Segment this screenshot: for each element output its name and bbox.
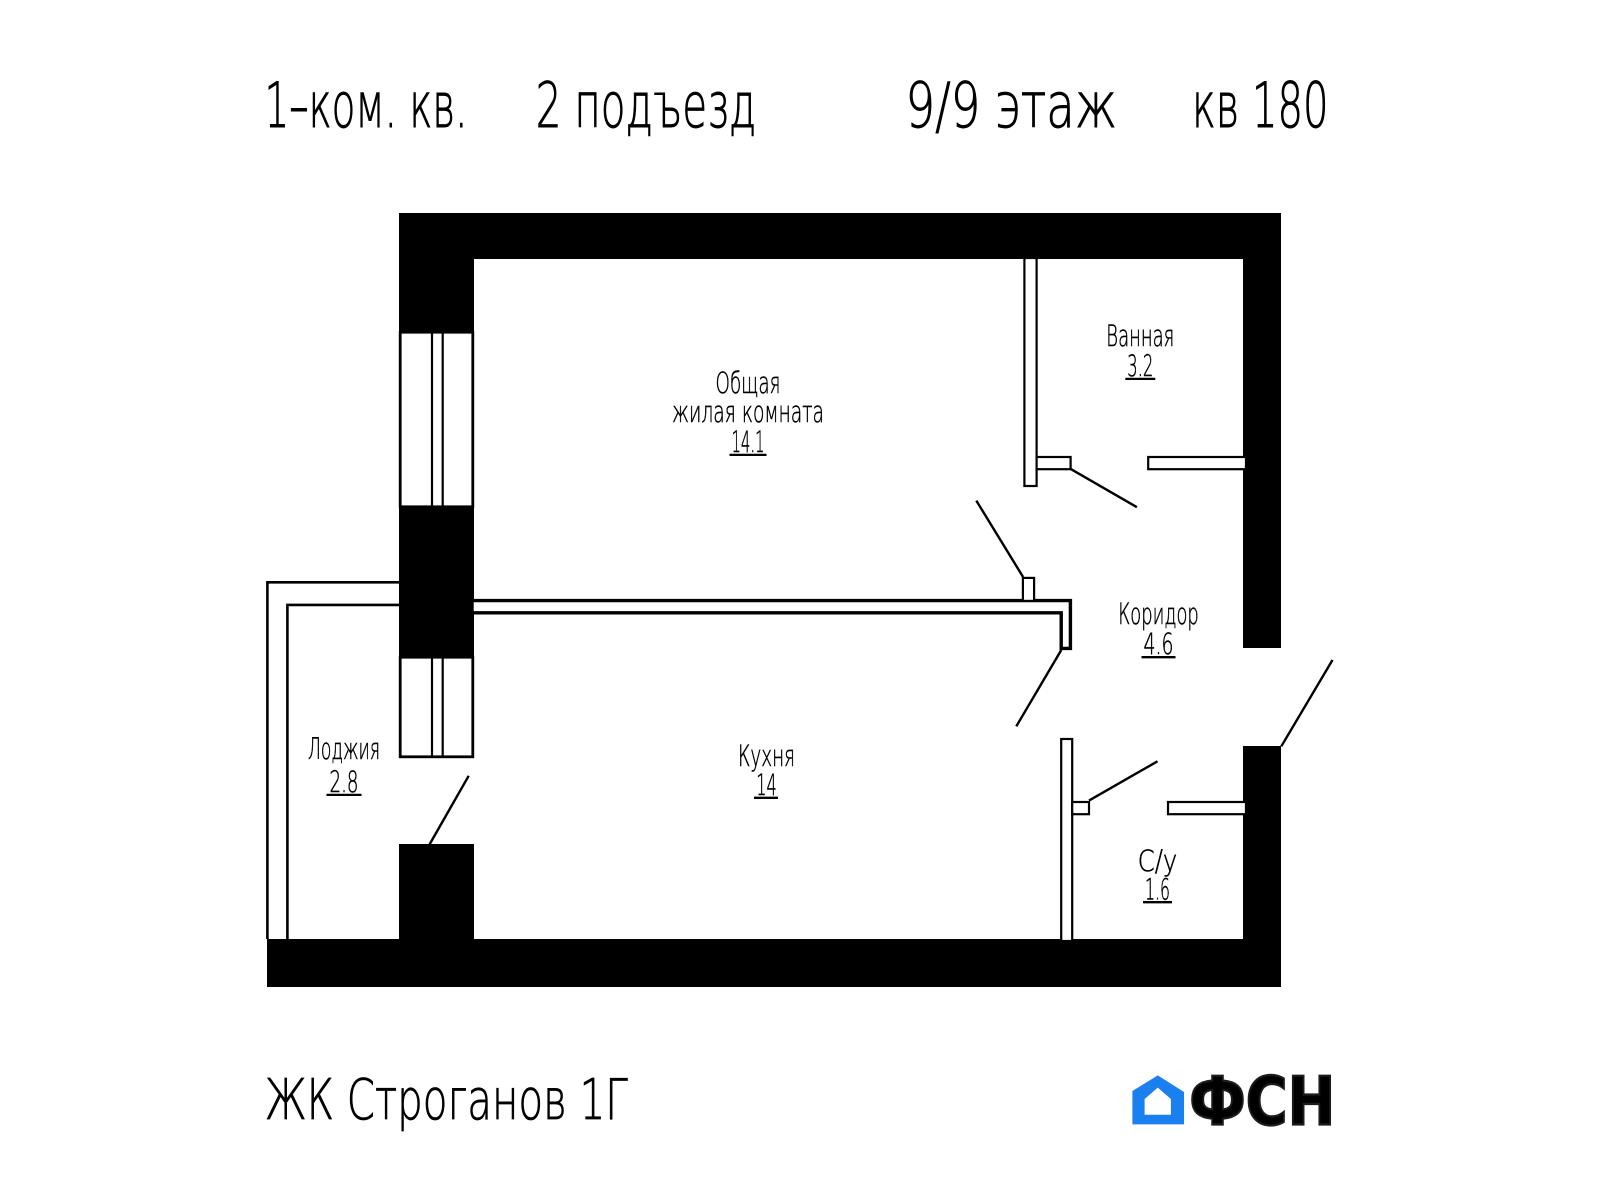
door-bathroom — [1069, 467, 1138, 509]
loggia-railing-inner — [286, 603, 399, 939]
entrance-label: 2 подъезд — [536, 69, 757, 142]
room-label-wc: С/у 1.6 — [1138, 844, 1178, 907]
wall-living-kitchen-divider — [470, 598, 1073, 651]
door-swings — [428, 467, 1334, 846]
corridor-area-value: 4.6 — [1144, 627, 1174, 661]
living-area-value: 14.1 — [732, 425, 765, 459]
bathroom-area-value: 3.2 — [1127, 349, 1153, 383]
wall-top — [399, 213, 1281, 259]
outer-walls — [267, 213, 1281, 987]
corridor-name: Коридор — [1118, 597, 1199, 631]
room-label-bathroom: Ванная 3.2 — [1106, 319, 1175, 384]
floor-label: 9/9 этаж — [906, 69, 1118, 142]
room-label-loggia: Лоджия 2.8 — [308, 732, 381, 800]
door-entrance — [1280, 659, 1334, 747]
apartment-type-label: 1–ком. кв. — [265, 69, 468, 142]
wall-left-lower — [399, 844, 474, 939]
window-living-room — [398, 330, 475, 509]
door-loggia — [428, 775, 470, 846]
window-kitchen — [398, 655, 475, 759]
wall-wc-door-jamb — [1071, 800, 1091, 816]
loggia-area-value: 2.8 — [330, 765, 359, 799]
wall-left-upper — [399, 213, 474, 331]
loggia-railing-outer — [266, 581, 399, 939]
windows — [398, 330, 475, 759]
bathroom-name: Ванная — [1106, 319, 1174, 353]
loggia-railing — [266, 581, 399, 939]
wall-bathroom-door-jamb — [1035, 455, 1072, 471]
living-name-line1: Общая — [716, 366, 781, 400]
kitchen-name: Кухня — [738, 739, 795, 773]
wall-left-middle — [399, 508, 474, 656]
wall-bathroom-bottom-right — [1147, 455, 1248, 471]
logo-house-icon-inner — [1144, 1087, 1171, 1115]
door-living-room — [975, 499, 1025, 578]
room-label-corridor: Коридор 4.6 — [1118, 597, 1199, 662]
developer-logo: ФСН — [1132, 1061, 1336, 1142]
plan-header: 1–ком. кв. 2 подъезд 9/9 этаж кв 180 — [264, 69, 1329, 143]
wall-wc-top-right — [1166, 800, 1248, 816]
wall-bottom — [267, 939, 1281, 987]
plan-footer: ЖК Строганов 1Г ФСН — [264, 1061, 1336, 1142]
room-labels: Общая жилая комната 14.1 Ванная 3.2 Кори… — [308, 319, 1199, 907]
room-label-kitchen: Кухня 14 — [738, 739, 796, 803]
project-name-label: ЖК Строганов 1Г — [265, 1068, 628, 1133]
wall-bathroom-left — [1023, 256, 1038, 488]
interior-walls — [470, 256, 1248, 943]
logo-text: ФСН — [1189, 1062, 1335, 1140]
wall-wc-left — [1060, 737, 1074, 943]
room-label-living: Общая жилая комната 14.1 — [672, 366, 825, 460]
door-wc — [1088, 760, 1159, 802]
wc-area-value: 1.6 — [1145, 873, 1170, 907]
loggia-name: Лоджия — [308, 732, 380, 766]
wc-name: С/у — [1138, 844, 1178, 878]
kitchen-area-value: 14 — [756, 768, 777, 802]
living-name-line2: жилая комната — [672, 395, 824, 429]
door-kitchen — [1015, 649, 1063, 727]
wall-right-upper — [1243, 213, 1281, 648]
wall-living-door-jamb — [1021, 576, 1036, 603]
apartment-number-label: кв 180 — [1192, 69, 1329, 142]
